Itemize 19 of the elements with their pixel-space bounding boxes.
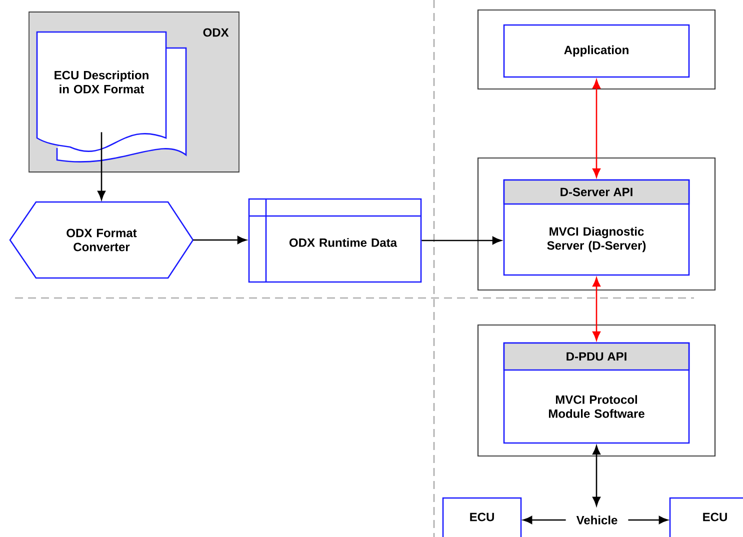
- process-box: ECU: [442, 497, 522, 537]
- arrow: [592, 445, 600, 506]
- bare-label: Vehicle: [576, 516, 618, 524]
- converter-hexagon: ODX Format Converter: [9, 201, 194, 279]
- arrow: [592, 79, 600, 178]
- module-box: D-Server API MVCI Diagnostic Server (D-Server): [503, 179, 690, 276]
- container-box: [477, 9, 716, 90]
- container-box: [477, 157, 716, 291]
- process-box: Application: [503, 24, 690, 78]
- arrow: [592, 277, 600, 341]
- arrow: [523, 516, 566, 524]
- process-box: ECU: [669, 497, 743, 537]
- arrow: [422, 236, 502, 244]
- arrow: [193, 236, 247, 244]
- container-box: [477, 324, 716, 457]
- arrow: [628, 516, 668, 524]
- module-box: D-PDU API MVCI Protocol Module Software: [503, 342, 690, 444]
- data-store-box: ODX Runtime Data: [248, 198, 422, 283]
- arrow: [98, 132, 106, 200]
